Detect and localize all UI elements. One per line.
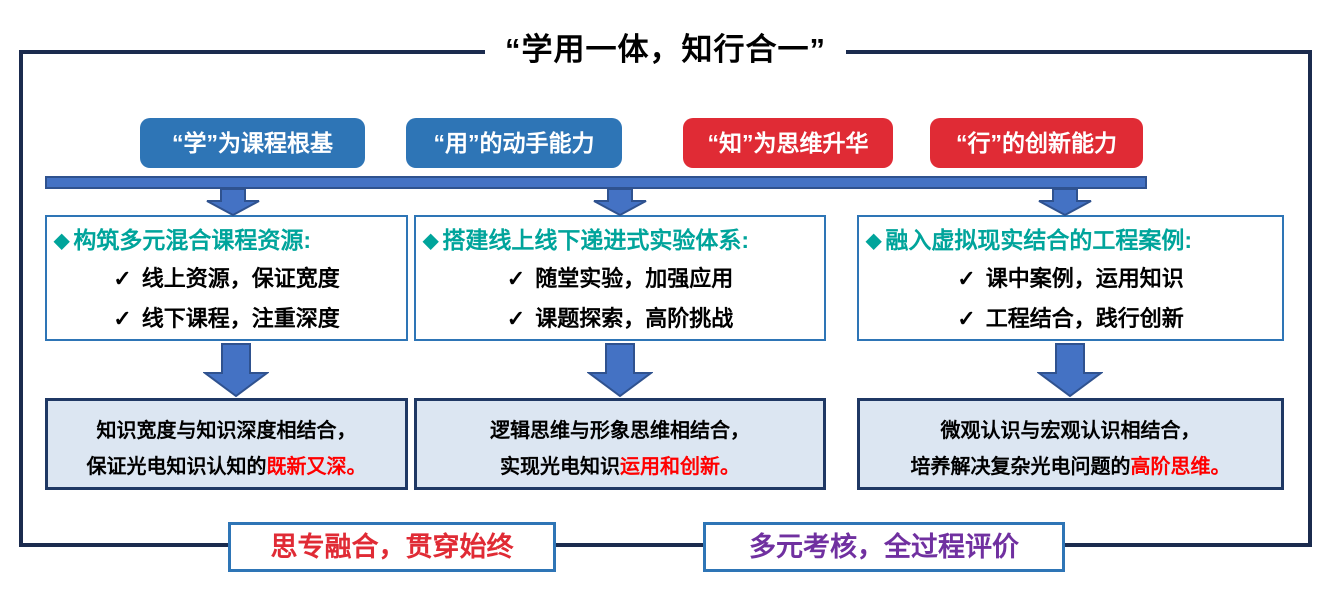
check-icon: ✓ bbox=[113, 306, 132, 331]
check-item-text: 课中案例，运用知识 bbox=[985, 266, 1184, 291]
check-item-text: 课题探索，高阶挑战 bbox=[535, 306, 734, 331]
check-icon: ✓ bbox=[506, 266, 526, 291]
check-item-text: 随堂实验，加强应用 bbox=[535, 266, 734, 291]
summary-prefix: 培养解决复杂光电问题的 bbox=[910, 456, 1131, 478]
check-item: ✓ 课题探索，高阶挑战 bbox=[416, 299, 824, 339]
diamond-icon: ◆ bbox=[866, 230, 882, 252]
summary-box-higher-order: 微观认识与宏观认识相结合， 培养解决复杂光电问题的高阶思维。 bbox=[857, 398, 1284, 490]
check-icon: ✓ bbox=[957, 266, 976, 291]
content-box-experiments: ◆搭建线上线下递进式实验体系: ✓ 随堂实验，加强应用 ✓ 课题探索，高阶挑战 bbox=[414, 215, 826, 341]
check-item-text: 线下课程，注重深度 bbox=[141, 306, 340, 331]
pill-use: “用”的动手能力 bbox=[406, 118, 622, 168]
down-arrow-icon bbox=[1038, 188, 1092, 216]
down-arrow-icon bbox=[1037, 343, 1103, 397]
check-item: ✓ 线下课程，注重深度 bbox=[47, 299, 406, 339]
check-icon: ✓ bbox=[113, 266, 132, 291]
diamond-icon: ◆ bbox=[423, 230, 439, 252]
horizontal-bar bbox=[45, 176, 1147, 189]
pill-act: “行”的创新能力 bbox=[930, 118, 1143, 168]
diamond-icon: ◆ bbox=[54, 230, 70, 252]
check-item: ✓ 工程结合，践行创新 bbox=[859, 299, 1282, 339]
check-item: ✓ 随堂实验，加强应用 bbox=[416, 259, 824, 299]
title-row: “学用一体，知行合一” bbox=[19, 24, 1312, 69]
check-item-text: 工程结合，践行创新 bbox=[985, 306, 1184, 331]
page-title: “学用一体，知行合一” bbox=[485, 24, 846, 69]
check-icon: ✓ bbox=[957, 306, 976, 331]
pill-know: “知”为思维升华 bbox=[683, 118, 893, 168]
summary-highlight: 高阶思维。 bbox=[1130, 456, 1231, 478]
content-box-resources: ◆构筑多元混合课程资源: ✓ 线上资源，保证宽度 ✓ 线下课程，注重深度 bbox=[45, 215, 408, 341]
banner-multi-assessment: 多元考核，全过程评价 bbox=[703, 522, 1065, 572]
summary-prefix: 保证光电知识认知的 bbox=[86, 456, 267, 478]
summary-line: 实现光电知识运用和创新。 bbox=[417, 449, 823, 485]
check-icon: ✓ bbox=[506, 306, 526, 331]
check-item: ✓ 线上资源，保证宽度 bbox=[47, 259, 406, 299]
summary-line: 知识宽度与知识深度相结合， bbox=[96, 420, 357, 442]
summary-line: 微观认识与宏观认识相结合， bbox=[940, 420, 1201, 442]
pill-learn: “学”为课程根基 bbox=[140, 118, 365, 168]
down-arrow-icon bbox=[587, 343, 653, 397]
summary-box-thinking: 逻辑思维与形象思维相结合， 实现光电知识运用和创新。 bbox=[414, 398, 826, 490]
banner-ideology-integration: 思专融合，贯穿始终 bbox=[228, 522, 556, 572]
summary-highlight: 既新又深。 bbox=[266, 456, 367, 478]
summary-line: 逻辑思维与形象思维相结合， bbox=[490, 420, 750, 442]
check-item: ✓ 课中案例，运用知识 bbox=[859, 259, 1282, 299]
summary-box-knowledge: 知识宽度与知识深度相结合， 保证光电知识认知的既新又深。 bbox=[45, 398, 408, 490]
check-item-text: 线上资源，保证宽度 bbox=[141, 266, 340, 291]
content-heading: ◆构筑多元混合课程资源: bbox=[47, 223, 406, 259]
summary-highlight: 运用和创新。 bbox=[620, 456, 740, 478]
down-arrow-icon bbox=[206, 188, 260, 216]
summary-prefix: 实现光电知识 bbox=[500, 456, 620, 478]
content-heading-text: 融入虚拟现实结合的工程案例: bbox=[885, 227, 1193, 253]
content-box-cases: ◆融入虚拟现实结合的工程案例: ✓ 课中案例，运用知识 ✓ 工程结合，践行创新 bbox=[857, 215, 1284, 341]
down-arrow-icon bbox=[593, 188, 647, 216]
summary-line: 保证光电知识认知的既新又深。 bbox=[48, 449, 405, 485]
content-heading: ◆融入虚拟现实结合的工程案例: bbox=[859, 223, 1282, 259]
content-heading: ◆搭建线上线下递进式实验体系: bbox=[416, 223, 824, 259]
content-heading-text: 构筑多元混合课程资源: bbox=[73, 227, 312, 253]
summary-line: 培养解决复杂光电问题的高阶思维。 bbox=[860, 449, 1281, 485]
down-arrow-icon bbox=[203, 343, 269, 397]
content-heading-text: 搭建线上线下递进式实验体系: bbox=[442, 227, 750, 253]
